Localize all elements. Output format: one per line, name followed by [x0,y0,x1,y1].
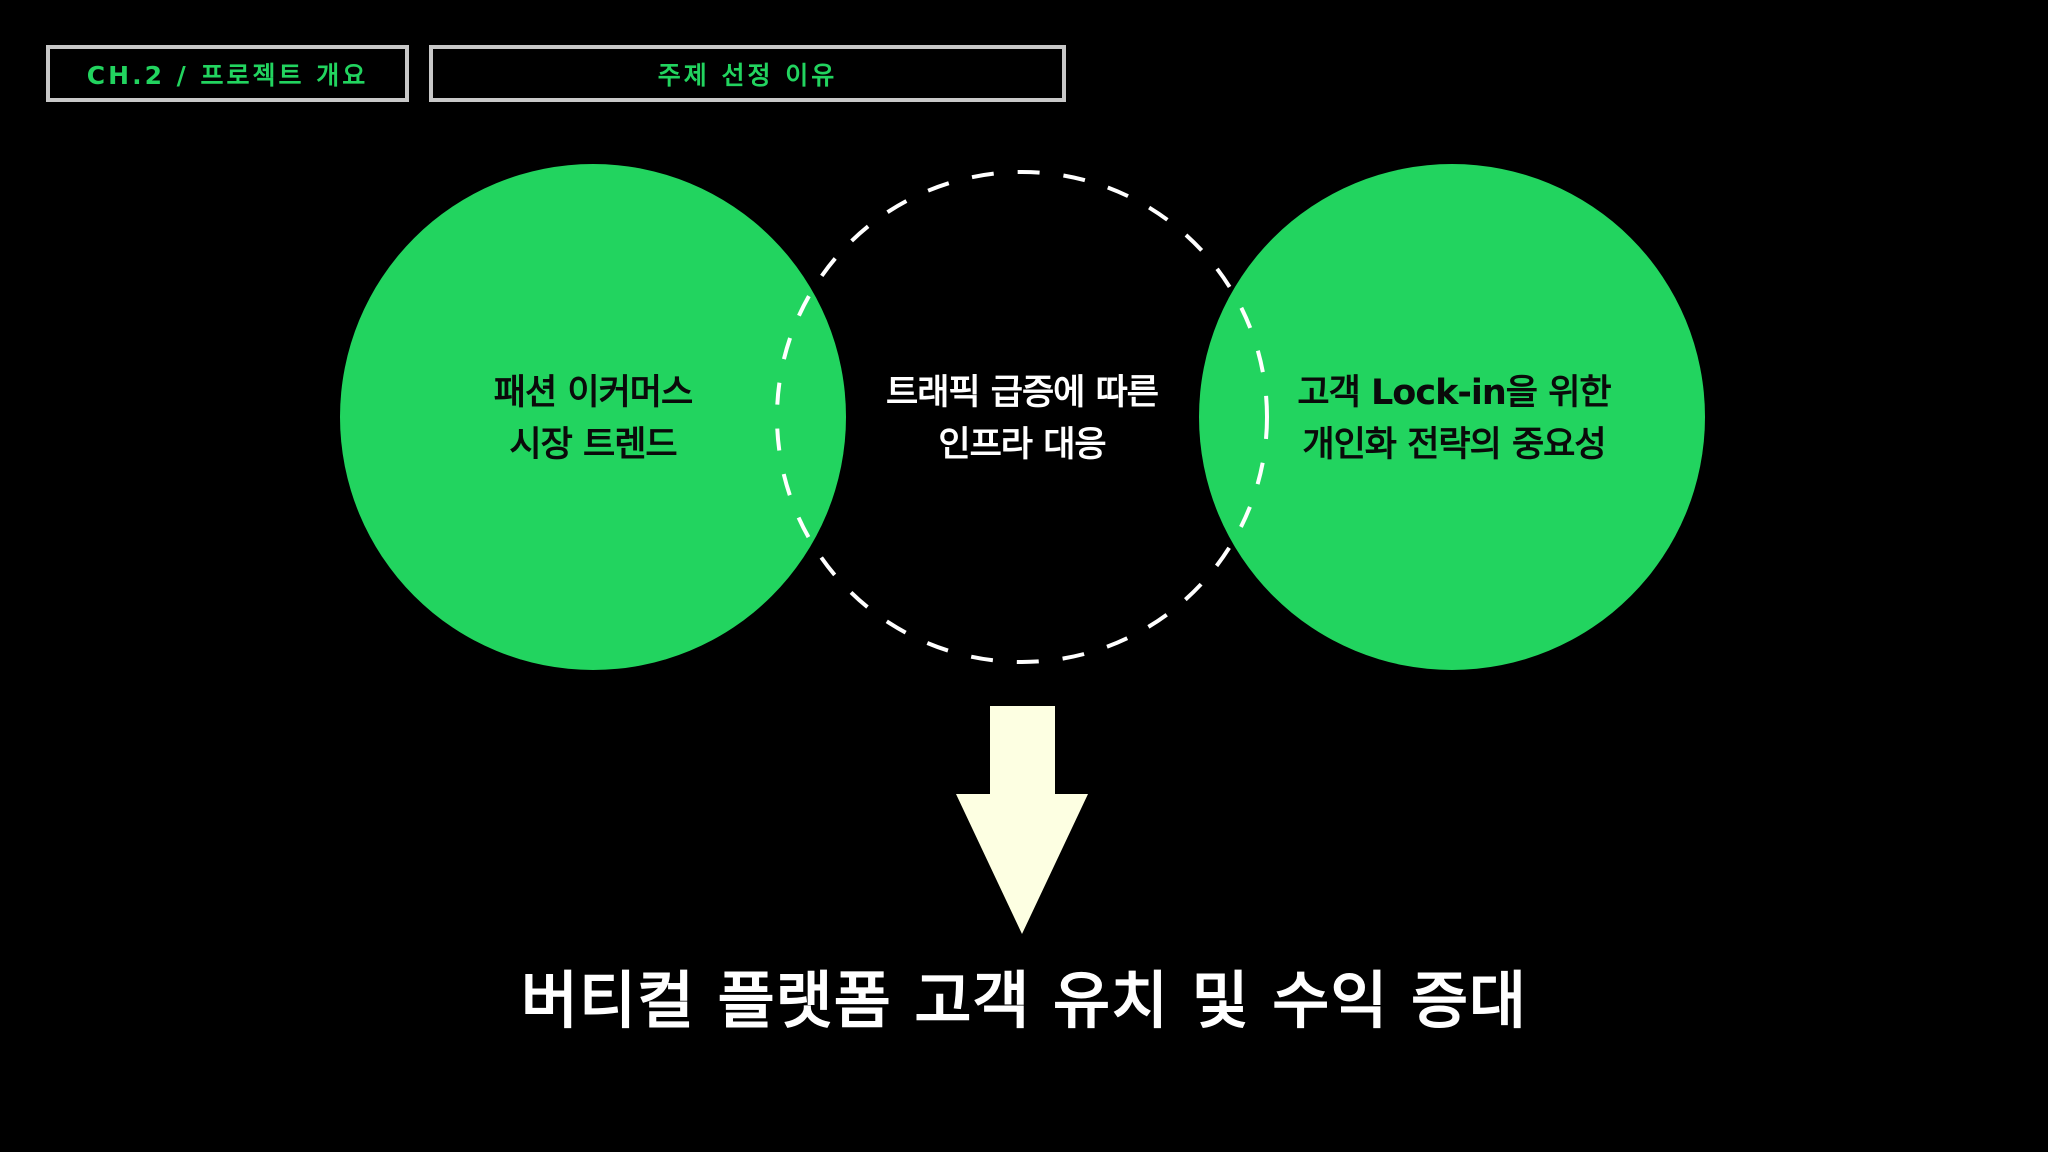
right-circle [1199,164,1705,670]
chapter-tag: CH.2 / 프로젝트 개요 [46,45,409,102]
center-label-line2: 인프라 대응 [938,425,1106,465]
chapter-label: CH.2 / 프로젝트 개요 [86,60,369,90]
right-label-line2: 개인화 전략의 중요성 [1302,425,1606,465]
left-circle [340,164,846,670]
topic-label: 주제 선정 이유 [657,60,838,90]
center-dashed-circle [775,170,1269,664]
right-circle-label: 고객 Lock-in을 위한 개인화 전략의 중요성 [1204,364,1704,474]
center-circle-label: 트래픽 급증에 따른 인프라 대응 [772,364,1272,474]
right-label-line1: 고객 Lock-in을 위한 [1297,373,1611,413]
down-arrow [956,706,1088,934]
left-label-line1: 패션 이커머스 [493,373,693,413]
center-label-line1: 트래픽 급증에 따른 [886,373,1159,413]
left-circle-label: 패션 이커머스 시장 트렌드 [343,364,843,474]
left-label-line2: 시장 트렌드 [509,425,677,465]
conclusion-text: 버티컬 플랫폼 고객 유치 및 수익 증대 [520,964,1528,1037]
topic-tag: 주제 선정 이유 [429,45,1066,102]
